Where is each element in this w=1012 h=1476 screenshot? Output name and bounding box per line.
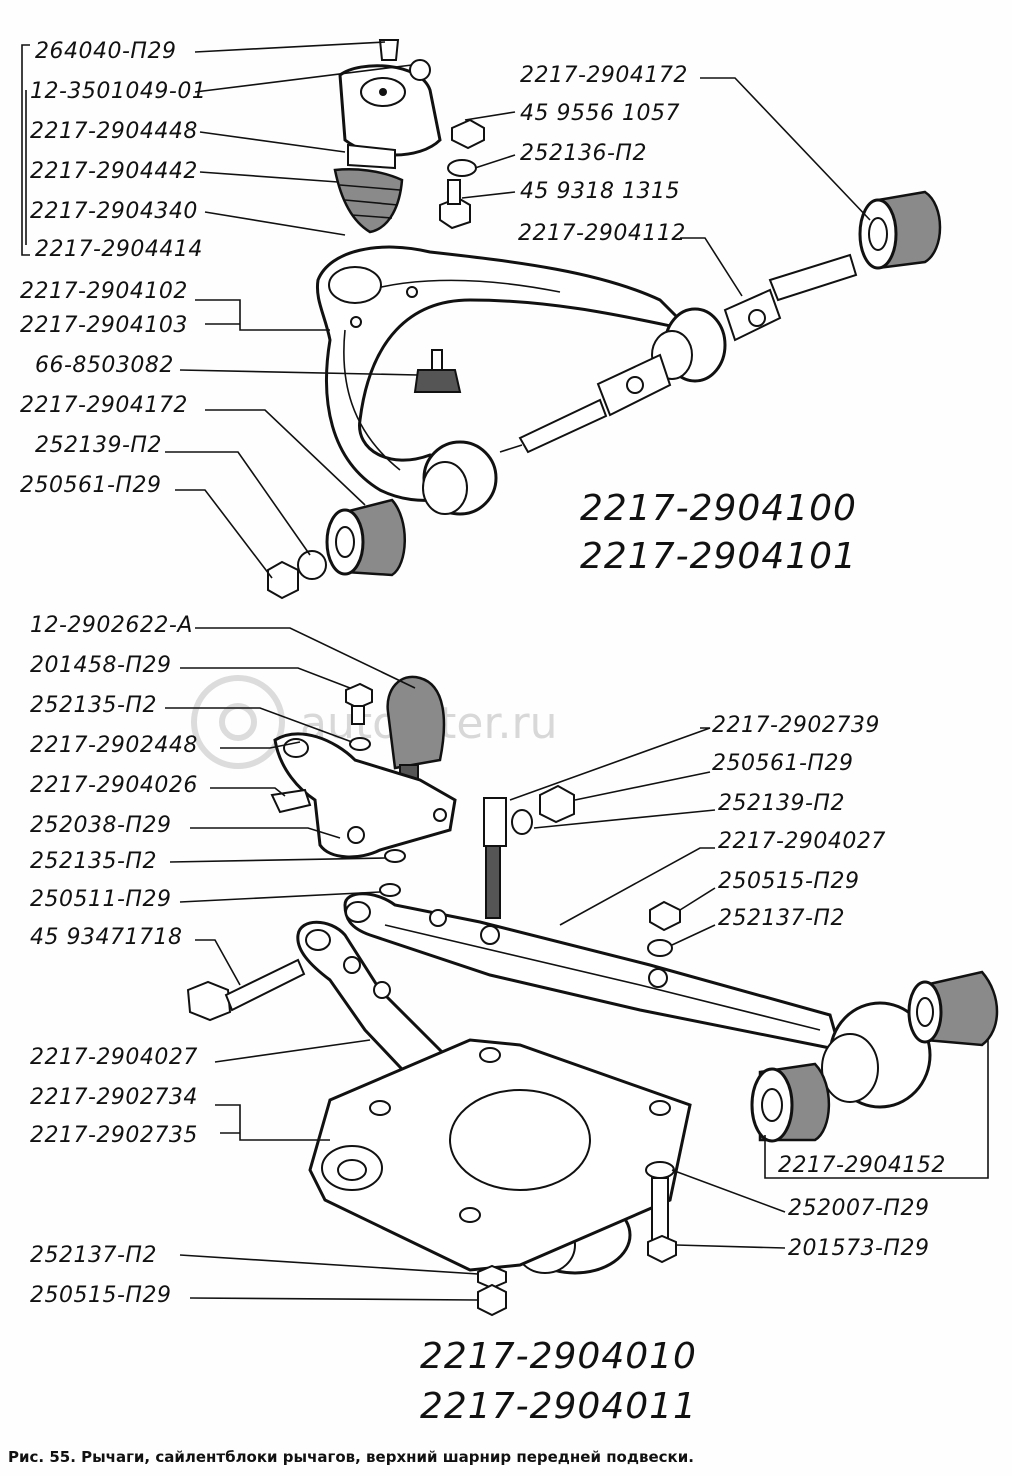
label-top-right-1: 2217-2904172 xyxy=(520,63,688,88)
labels-top: 264040-П29 12-3501049-01 2217-2904448 22… xyxy=(20,39,857,577)
label-bottom-14: 250515-П29 xyxy=(30,1283,171,1308)
silent-blocks-top xyxy=(267,190,942,600)
label-bottom-10: 2217-2904027 xyxy=(30,1045,198,1070)
label-bottom-right-3: 252139-П2 xyxy=(718,791,845,816)
nut-2 xyxy=(267,560,299,600)
label-top-right-2: 45 9556 1057 xyxy=(520,101,680,126)
upper-arm-axle xyxy=(499,253,858,454)
label-bottom-9: 45 93471718 xyxy=(30,925,182,950)
top-right-hardware xyxy=(439,118,485,230)
assembly-top-2: 2217-2904101 xyxy=(580,536,857,577)
bump-stop xyxy=(386,675,446,770)
assembly-bottom-1: 2217-2904010 xyxy=(420,1336,697,1377)
label-top-12: 250561-П29 xyxy=(20,473,161,498)
nut-3 xyxy=(539,784,575,824)
label-top-11: 252139-П2 xyxy=(35,433,162,458)
label-bottom-6: 252038-П29 xyxy=(30,813,171,838)
nut-1 xyxy=(451,118,485,150)
silent-block-top-right xyxy=(858,190,942,270)
leaders-bottom xyxy=(165,627,786,1301)
label-bottom-2: 201458-П29 xyxy=(30,653,171,678)
silent-block-bottom-right xyxy=(907,970,999,1047)
labels-bottom: 12-2902622-А 201458-П29 252135-П2 2217-2… xyxy=(30,613,946,1427)
grease-fitting xyxy=(413,369,462,393)
upper-arm-assembly xyxy=(315,245,858,516)
label-top-7: 2217-2904102 xyxy=(20,279,188,304)
bump-stop-bracket xyxy=(273,732,457,859)
label-top-5: 2217-2904340 xyxy=(30,199,198,224)
label-top-1: 264040-П29 xyxy=(35,39,176,64)
leaders-top xyxy=(165,41,871,579)
label-top-right-4: 45 9318 1315 xyxy=(520,179,680,204)
label-top-9: 66-8503082 xyxy=(35,353,174,378)
arm-hole xyxy=(328,266,382,304)
lower-arm-rear-lever xyxy=(343,892,843,1052)
bolt-head-3 xyxy=(186,980,232,1022)
label-bottom-right-6: 252137-П2 xyxy=(718,906,845,931)
label-bottom-13: 252137-П2 xyxy=(30,1243,157,1268)
label-bottom-11: 2217-2902734 xyxy=(30,1085,198,1110)
upper-arm-body xyxy=(315,245,695,502)
label-top-6: 2217-2904414 xyxy=(35,237,203,262)
label-top-2: 12-3501049-01 xyxy=(30,79,206,104)
label-bottom-right-5: 250515-П29 xyxy=(718,869,859,894)
label-top-right-5: 2217-2904112 xyxy=(518,221,686,246)
label-bottom-right-4: 2217-2904027 xyxy=(718,829,886,854)
washer-1 xyxy=(447,159,477,177)
label-bottom-7: 252135-П2 xyxy=(30,849,157,874)
cotter-ring xyxy=(409,59,431,81)
label-bottom-1: 12-2902622-А xyxy=(30,613,193,638)
label-top-8: 2217-2904103 xyxy=(20,313,188,338)
silent-block-top-left xyxy=(325,498,406,577)
label-top-4: 2217-2904442 xyxy=(30,159,198,184)
label-bottom-5: 2217-2904026 xyxy=(30,773,198,798)
bolt-head-2 xyxy=(345,682,373,710)
label-bottom-right-7: 2217-2904152 xyxy=(778,1153,946,1178)
upper-ball-joint xyxy=(333,39,442,234)
label-bottom-12: 2217-2902735 xyxy=(30,1123,198,1148)
label-top-10: 2217-2904172 xyxy=(20,393,188,418)
assembly-bottom-2: 2217-2904011 xyxy=(420,1386,697,1427)
label-bottom-right-9: 201573-П29 xyxy=(788,1236,929,1261)
label-bottom-3: 252135-П2 xyxy=(30,693,157,718)
ball-joint-boot xyxy=(333,168,404,234)
label-bottom-right-8: 252007-П29 xyxy=(788,1196,929,1221)
label-top-right-3: 252136-П2 xyxy=(520,141,647,166)
label-top-3: 2217-2904448 xyxy=(30,119,198,144)
assembly-top-1: 2217-2904100 xyxy=(580,488,857,529)
washer-2 xyxy=(297,550,327,580)
stud-sleeve xyxy=(483,797,507,847)
lower-arm-assembly xyxy=(186,675,999,1317)
label-bottom-8: 250511-П29 xyxy=(30,887,171,912)
watermark: autopiter.ru xyxy=(191,675,558,769)
label-bottom-4: 2217-2902448 xyxy=(30,733,198,758)
label-bottom-right-2: 250561-П29 xyxy=(712,751,853,776)
silent-block-bottom-left xyxy=(750,1062,831,1143)
label-bottom-right-1: 2217-2902739 xyxy=(712,713,880,738)
figure-caption: Рис. 55. Рычаги, сайлентблоки рычагов, в… xyxy=(8,1448,694,1466)
